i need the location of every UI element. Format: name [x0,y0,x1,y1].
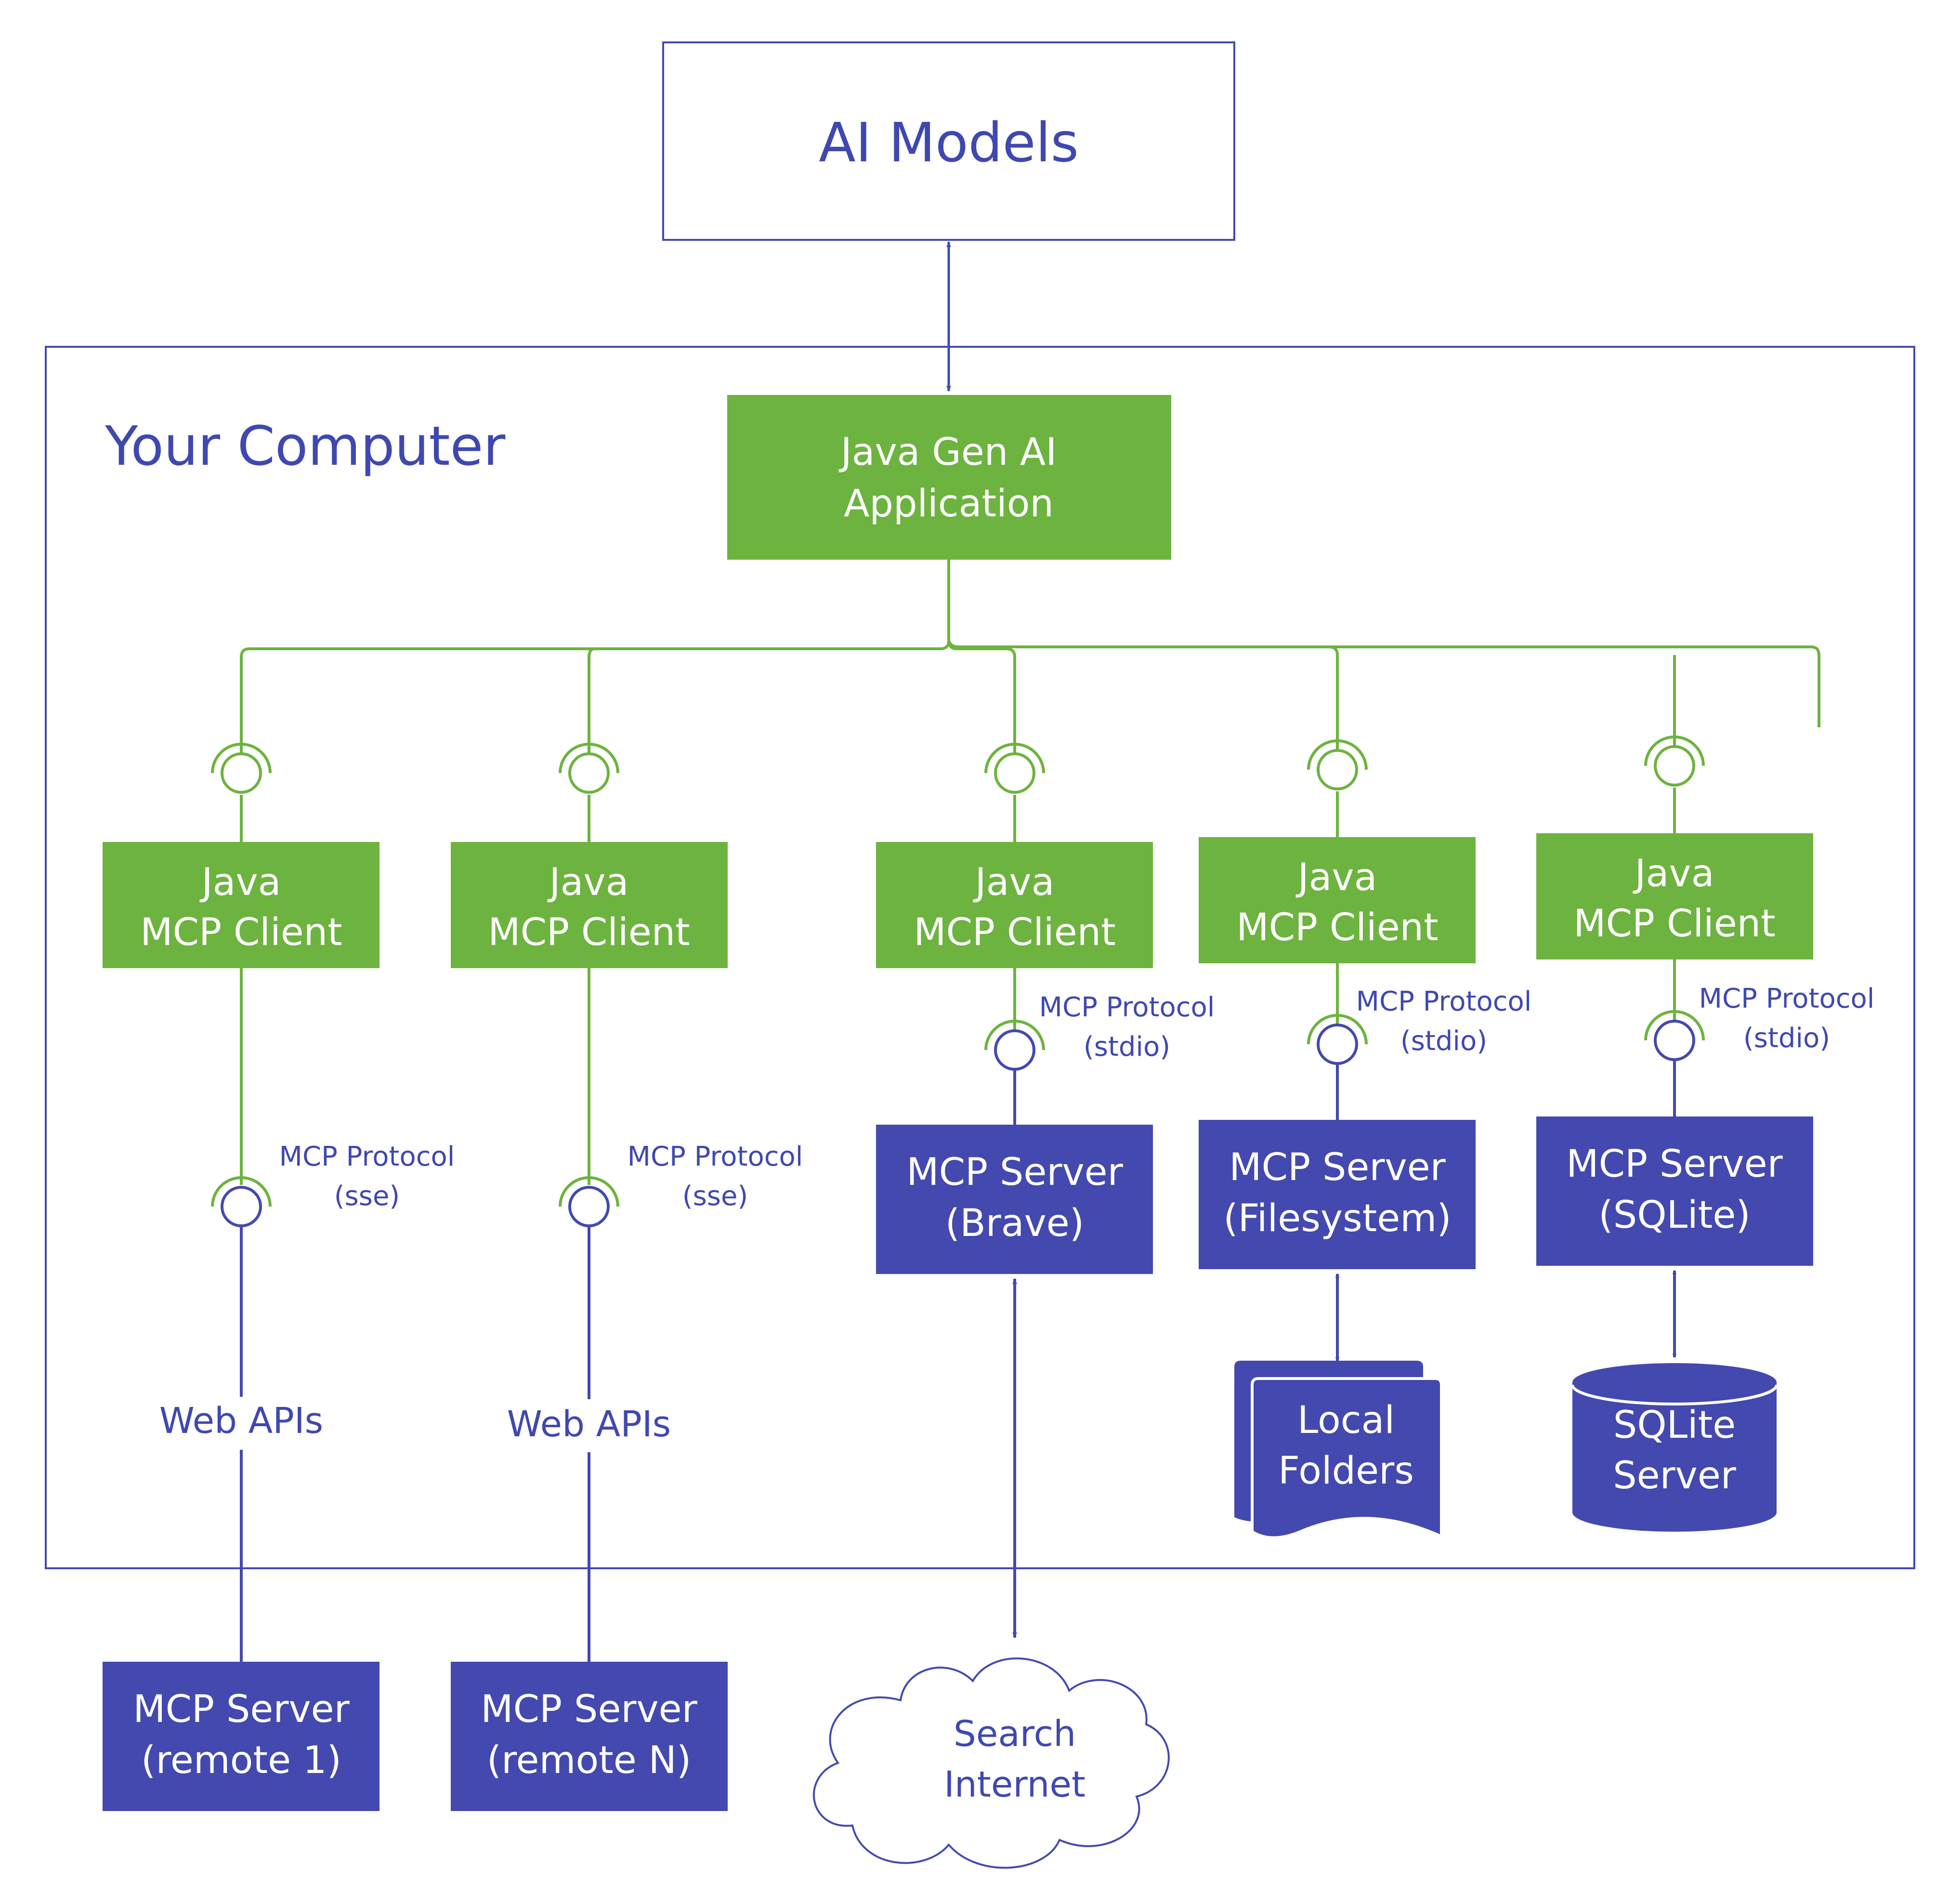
protocol-1-line2: (sse) [334,1181,400,1212]
sqlite-database-cylinder: SQLite Server [1571,1363,1778,1532]
protocol-2-line2: (sse) [682,1181,748,1212]
search-internet-line1: Search [954,1713,1076,1755]
client-1-line2: MCP Client [140,911,342,954]
client-5-line1: Java [1633,852,1714,895]
protocol-labels: MCP Protocol (sse) MCP Protocol (sse) MC… [279,983,1875,1212]
remote-n-line2: (remote N) [487,1739,692,1782]
sqlite-server-line2: Server [1613,1454,1737,1497]
client-4-line2: MCP Client [1236,906,1438,949]
protocol-3-line1: MCP Protocol [1039,992,1215,1023]
server-sqlite-line1: MCP Server [1566,1142,1783,1186]
mcp-client-box-2: Java MCP Client [451,842,728,968]
client-3-line2: MCP Client [914,911,1115,954]
search-internet-cloud: Search Internet [812,1657,1170,1869]
server-brave-line1: MCP Server [906,1151,1123,1194]
mcp-client-box-1: Java MCP Client [103,842,379,968]
app-label-line2: Application [844,482,1054,525]
client-4-line1: Java [1295,856,1377,899]
your-computer-boundary: Your Computer [45,346,1915,1569]
mcp-server-filesystem-box: MCP Server (Filesystem) [1199,1120,1476,1269]
search-internet-line2: Internet [944,1764,1086,1805]
mcp-server-sqlite-box: MCP Server (SQLite) [1536,1116,1813,1266]
web-apis-label-1: Web APIs [159,1400,323,1442]
web-apis-label-2: Web APIs [507,1404,671,1445]
remote-1-line1: MCP Server [133,1688,350,1731]
java-gen-ai-application-box: Java Gen AI Application [727,395,1171,560]
local-folders-line2: Folders [1278,1449,1414,1493]
mcp-client-box-5: Java MCP Client [1536,833,1813,959]
server-filesystem-line2: (Filesystem) [1223,1197,1451,1240]
protocol-5-line2: (stdio) [1743,1023,1830,1054]
client-3-line1: Java [973,861,1055,904]
protocol-to-server-lines [240,1060,1676,1662]
remote-1-line2: (remote 1) [141,1739,341,1782]
your-computer-label: Your Computer [105,415,506,478]
protocol-3-line2: (stdio) [1084,1031,1170,1063]
client-interface-sockets [211,735,1705,794]
server-sqlite-line2: (SQLite) [1598,1194,1750,1237]
mcp-client-box-4: Java MCP Client [1199,837,1476,963]
ai-models-box: AI Models [662,41,1235,241]
local-folders-line1: Local [1297,1399,1395,1442]
client-5-line2: MCP Client [1573,902,1775,945]
protocol-5-line1: MCP Protocol [1699,983,1875,1014]
protocol-4-line1: MCP Protocol [1356,986,1532,1017]
client-2-line1: Java [547,861,629,904]
mcp-server-remote-1-box: MCP Server (remote 1) [103,1662,379,1811]
protocol-4-line2: (stdio) [1400,1025,1487,1057]
client-1-line1: Java [199,861,281,904]
app-label-line1: Java Gen AI [838,431,1057,474]
protocol-1-line1: MCP Protocol [279,1141,455,1172]
local-folders-shape: Local Folders [1234,1361,1443,1539]
mcp-client-box-3: Java MCP Client [876,842,1153,968]
protocol-2-line1: MCP Protocol [628,1141,803,1172]
client-2-line2: MCP Client [488,911,690,954]
ai-models-label: AI Models [819,112,1079,174]
mcp-server-remote-n-box: MCP Server (remote N) [451,1662,728,1811]
server-filesystem-line1: MCP Server [1229,1146,1446,1189]
server-brave-line2: (Brave) [945,1202,1084,1245]
application-client-tree [240,560,1820,842]
remote-n-line1: MCP Server [481,1688,697,1731]
mcp-server-brave-box: MCP Server (Brave) [876,1125,1153,1274]
sqlite-server-line1: SQLite [1613,1404,1736,1447]
